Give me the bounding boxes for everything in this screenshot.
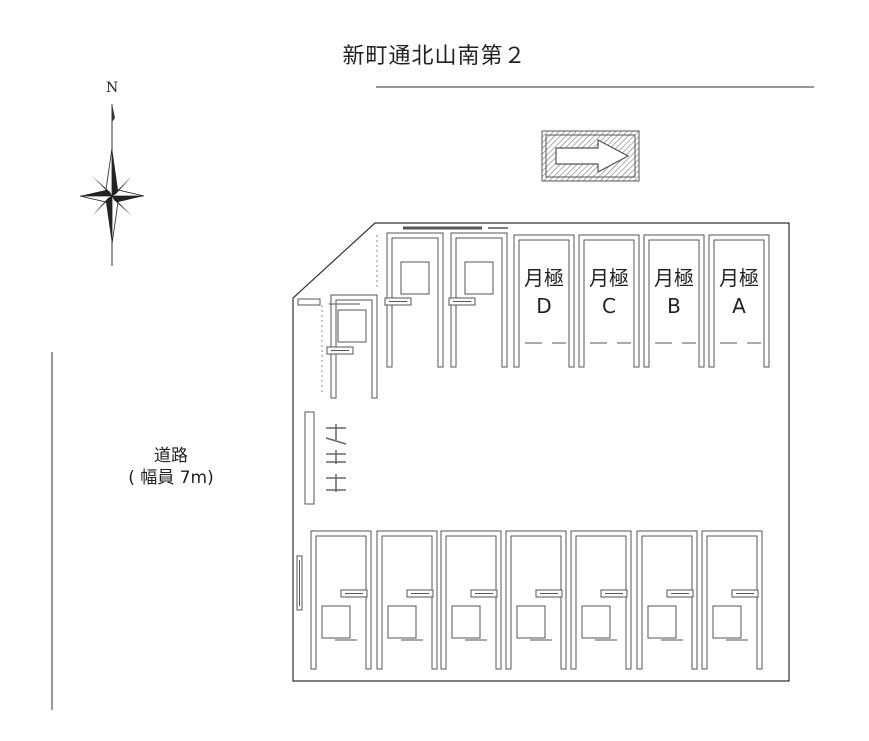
parking-space-upper-0	[330, 294, 378, 399]
lock-device-upper-0	[337, 309, 367, 343]
lock-device-lower-6	[647, 605, 677, 639]
monthly-space-1	[513, 234, 575, 368]
monthly-kind: 月極	[589, 266, 629, 290]
road-width: ( 幅員 7m)	[128, 468, 214, 488]
monthly-label-d: 月極 D	[514, 264, 574, 320]
lock-device-upper-2	[464, 261, 494, 295]
monthly-label-c: 月極 C	[579, 264, 639, 320]
monthly-label-a: 月極 A	[709, 264, 769, 320]
monthly-letter: A	[732, 294, 746, 318]
monthly-space-3	[643, 234, 705, 368]
lock-device-lower-5	[581, 605, 611, 639]
monthly-letter: B	[667, 294, 681, 318]
no-entry-panel	[304, 411, 315, 505]
lock-device-lower-3	[451, 605, 481, 639]
compass-icon	[79, 104, 145, 266]
lock-device-upper-1	[400, 261, 430, 295]
gate-post	[297, 298, 321, 306]
road-name: 道路	[154, 446, 188, 466]
monthly-space-4	[708, 234, 770, 368]
parking-space-upper-1	[386, 232, 444, 368]
parking-space-lower-2	[376, 530, 438, 670]
side-gate	[296, 555, 303, 611]
parking-space-lower-6	[636, 530, 698, 670]
monthly-letter: D	[536, 294, 552, 318]
parking-space-lower-5	[570, 530, 632, 670]
monthly-label-b: 月極 B	[644, 264, 704, 320]
lot-outline	[292, 222, 790, 682]
parking-space-lower-3	[440, 530, 502, 670]
parking-space-lower-4	[505, 530, 567, 670]
road-label: 道路 ( 幅員 7m)	[112, 445, 230, 489]
parking-space-lower-7	[701, 530, 763, 670]
lock-device-lower-7	[712, 605, 742, 639]
monthly-space-2	[578, 234, 640, 368]
north-label: N	[106, 80, 119, 96]
monthly-letter: C	[602, 294, 616, 318]
one-way-arrow-icon	[541, 130, 640, 182]
monthly-kind: 月極	[719, 266, 759, 290]
page-title: 新町通北山南第２	[342, 44, 527, 69]
lock-device-lower-4	[516, 605, 546, 639]
monthly-kind: 月極	[524, 266, 564, 290]
lock-device-lower-2	[387, 605, 417, 639]
parking-space-lower-1	[310, 530, 372, 670]
no-entry-marking	[325, 424, 347, 492]
lock-device-lower-1	[321, 605, 351, 639]
parking-space-upper-2	[450, 232, 508, 368]
monthly-kind: 月極	[654, 266, 694, 290]
